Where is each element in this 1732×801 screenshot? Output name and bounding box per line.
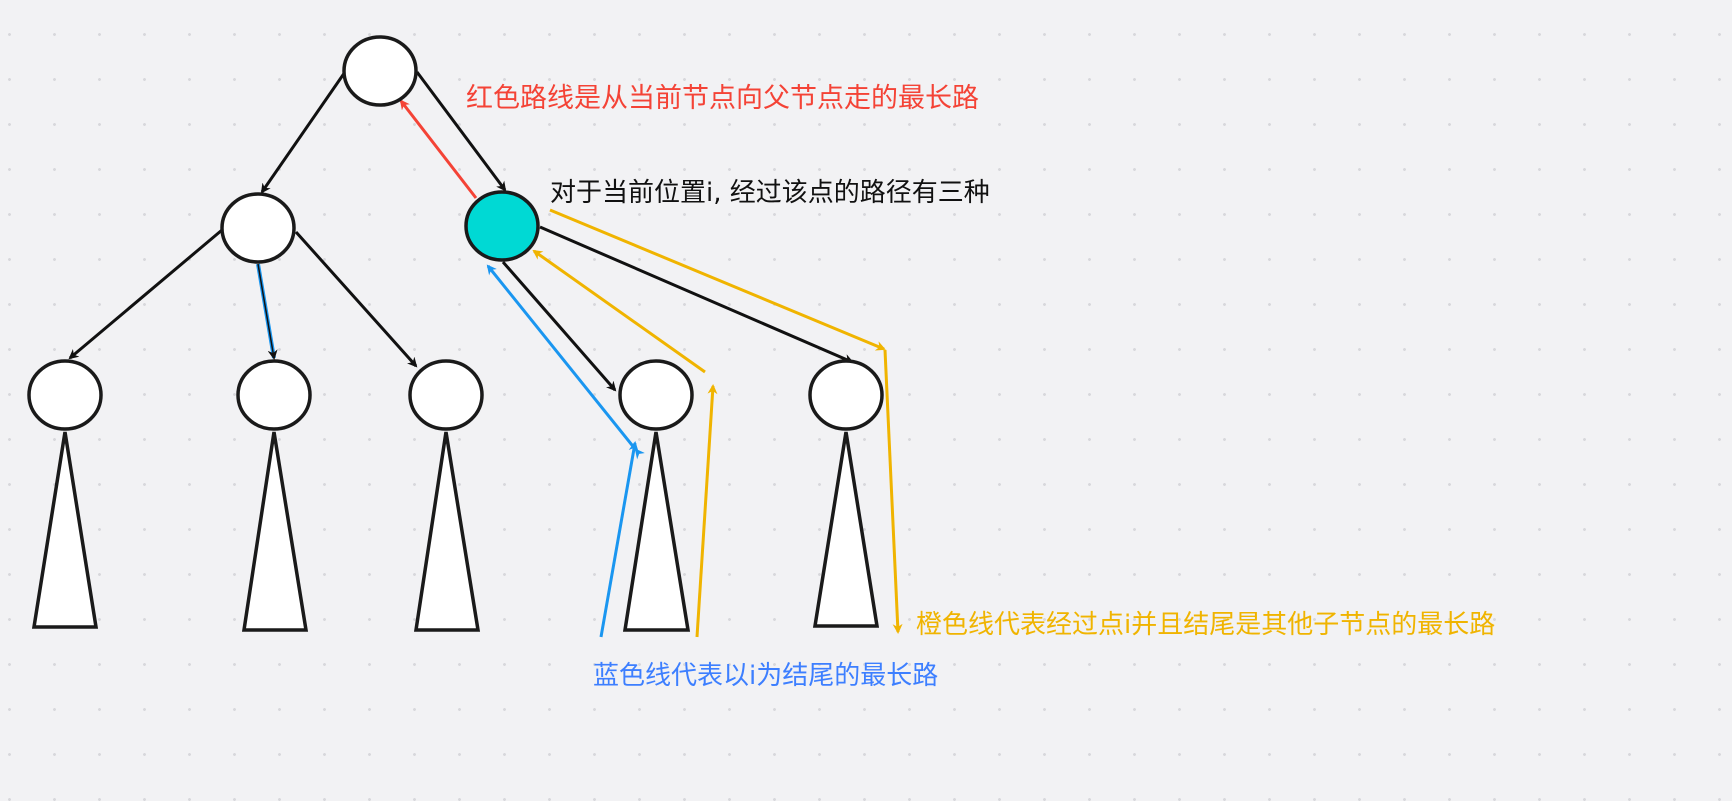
leaf-node [808,359,884,431]
orange-path-down [883,349,903,634]
blue-path-arrow-to-current [486,264,645,460]
subtree-triangle [812,431,880,628]
orange-path-label: 橙色线代表经过点i并且结尾是其他子节点的最长路 [916,610,1496,640]
edge-left-leaf2-inner [257,263,275,359]
edge-left-leaf1 [68,228,223,360]
edge-current-leaf5 [539,225,854,364]
edge-current-leaf4 [501,261,617,392]
subtree-triangle [622,431,691,632]
red-path-label: 红色路线是从当前节点向父节点走的最长路 [466,83,979,114]
root-node [342,35,418,107]
edge-root-left [260,71,347,194]
leaf-node [618,359,694,431]
subtree-triangle [241,431,309,632]
leaf-node [27,359,103,431]
tree-node [220,192,296,264]
blue-path-label: 蓝色线代表以i为结尾的最长路 [593,661,939,691]
leaf-node [236,359,312,431]
subtree-triangle [31,431,99,629]
current-node-label: 对于当前位置i, 经过该点的路径有三种 [550,178,990,208]
red-path-arrow [399,99,478,199]
blue-path-arrow-up [599,441,639,638]
leaf-node [408,359,484,431]
edge-root-current [415,71,507,192]
orange-path-up [695,384,718,638]
orange-path-to-current [532,249,706,374]
current-node-i [464,190,540,262]
edge-left-leaf3 [294,230,418,368]
subtree-triangle [413,431,481,632]
orange-path-from-current [549,208,886,351]
